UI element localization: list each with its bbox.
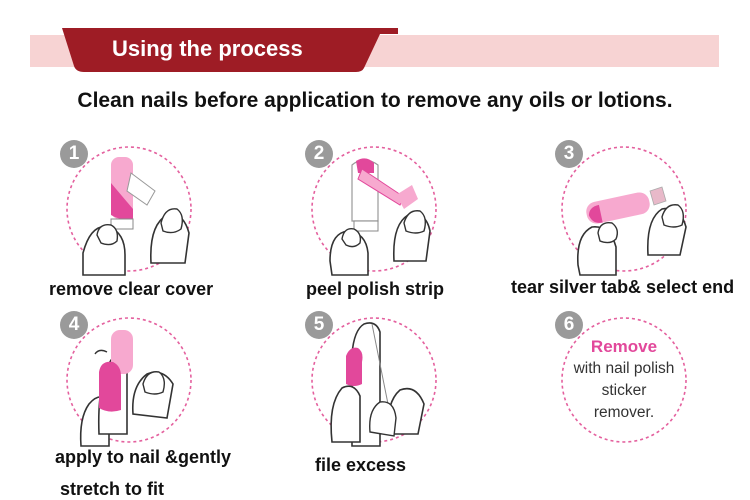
step-1-caption: remove clear cover [49,279,214,299]
remover-line-1: with nail polish [573,360,675,377]
remove-highlight: Remove [590,337,658,356]
remover-note: Remove with nail polish sticker remover. [558,336,690,424]
step-2-caption: peel polish strip [306,279,445,299]
step-5-caption: file excess [315,455,407,475]
remover-note-circle [561,317,687,443]
step-6: 6 Remove with nail polish sticker remove… [555,311,690,446]
step-4-caption-line2: stretch to fit [60,479,165,499]
step-number: 4 [60,311,88,339]
step-5: 5 [305,311,440,447]
tear-tab-illustration [561,146,687,276]
remove-cover-illustration [66,146,192,276]
step-3: 3 [555,140,690,276]
peel-strip-illustration [311,146,437,276]
section-title: Using the process [112,36,303,61]
file-excess-illustration [311,317,437,447]
instruction-text: Clean nails before application to remove… [77,89,673,112]
step-number: 1 [60,140,88,168]
remover-line-3: remover. [593,404,655,421]
step-4-caption-line1: apply to nail &gently [55,447,232,467]
step-number: 3 [555,140,583,168]
step-3-caption: tear silver tab& select end [511,277,735,297]
apply-nail-illustration [66,317,192,447]
step-1: 1 [60,140,195,276]
step-number: 5 [305,311,333,339]
remover-line-2: sticker [601,382,647,399]
banner-tab [62,28,398,72]
step-2: 2 [305,140,440,276]
step-number: 6 [555,311,583,339]
step-4: 4 [60,311,195,447]
step-number: 2 [305,140,333,168]
